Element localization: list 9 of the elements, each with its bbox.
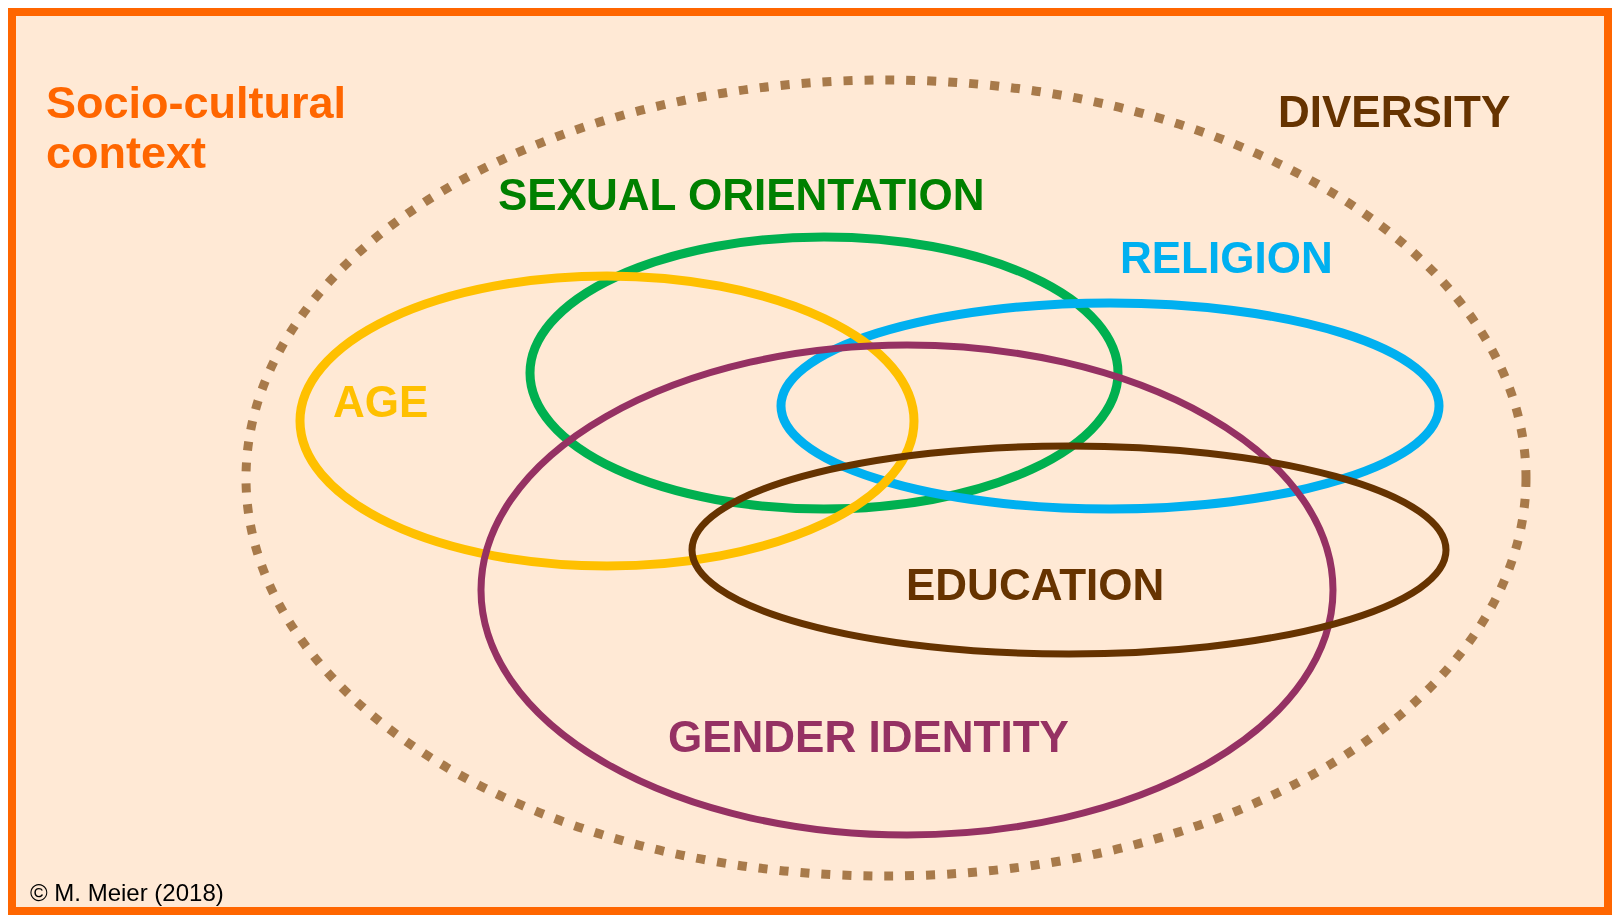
set-label: SEXUAL ORIENTATION	[498, 171, 985, 220]
context-label: Socio-cultural context	[46, 78, 348, 177]
context-frame	[8, 8, 1612, 915]
set-label: RELIGION	[1120, 234, 1333, 283]
set-label: EDUCATION	[906, 561, 1165, 610]
set-label: AGE	[333, 378, 429, 427]
set-label: DIVERSITY	[1278, 88, 1511, 137]
copyright-note: © M. Meier (2018)	[30, 880, 224, 907]
set-label: GENDER IDENTITY	[668, 713, 1069, 762]
